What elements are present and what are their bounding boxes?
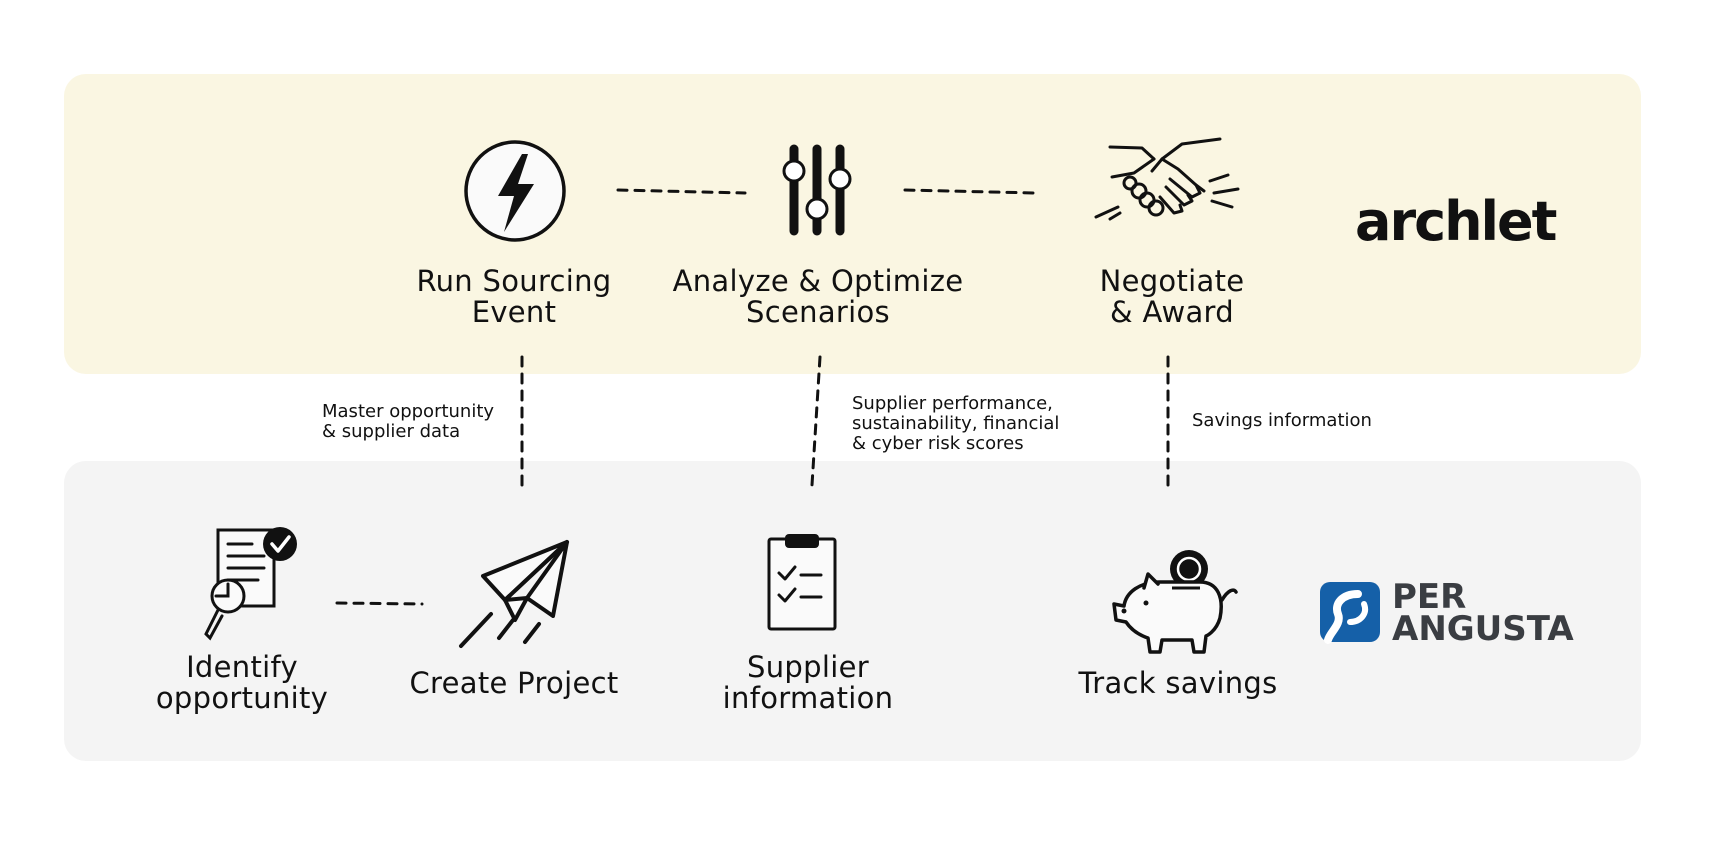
note-savings: Savings information: [1192, 410, 1372, 431]
paper-plane-icon: [455, 538, 573, 650]
step-label-analyze-optimize: Analyze & Optimize Scenarios: [672, 264, 964, 329]
step-label-create-project: Create Project: [409, 666, 619, 700]
piggy-bank-icon: [1110, 548, 1240, 656]
step-label-identify-opportunity: Identify opportunity: [155, 650, 329, 715]
step-label-run-sourcing: Run Sourcing Event: [416, 264, 612, 329]
handshake-icon: [1092, 135, 1242, 230]
connector-analyze-supplier: [810, 355, 822, 487]
perangusta-logo-text: PER ANGUSTA: [1392, 577, 1574, 649]
note-master-data: Master opportunity & supplier data: [322, 401, 495, 442]
note-supplier-scores: Supplier performance, sustainability, fi…: [852, 393, 1060, 454]
clipboard-icon: [765, 533, 840, 633]
sliders-icon: [782, 143, 852, 238]
connector-run-analyze: [616, 188, 747, 195]
perangusta-logo-mark: [1320, 582, 1380, 644]
step-label-negotiate-award: Negotiate & Award: [1099, 264, 1245, 329]
archlet-logo: archlet: [1355, 190, 1557, 253]
lightning-icon: [462, 138, 568, 244]
step-label-track-savings: Track savings: [1078, 666, 1278, 700]
connector-analyze-negotiate: [903, 188, 1037, 195]
connector-identify-create: [335, 601, 424, 606]
step-label-supplier-information: Supplier information: [722, 650, 894, 715]
document-search-icon: [200, 524, 300, 642]
archlet-panel: [64, 74, 1641, 374]
